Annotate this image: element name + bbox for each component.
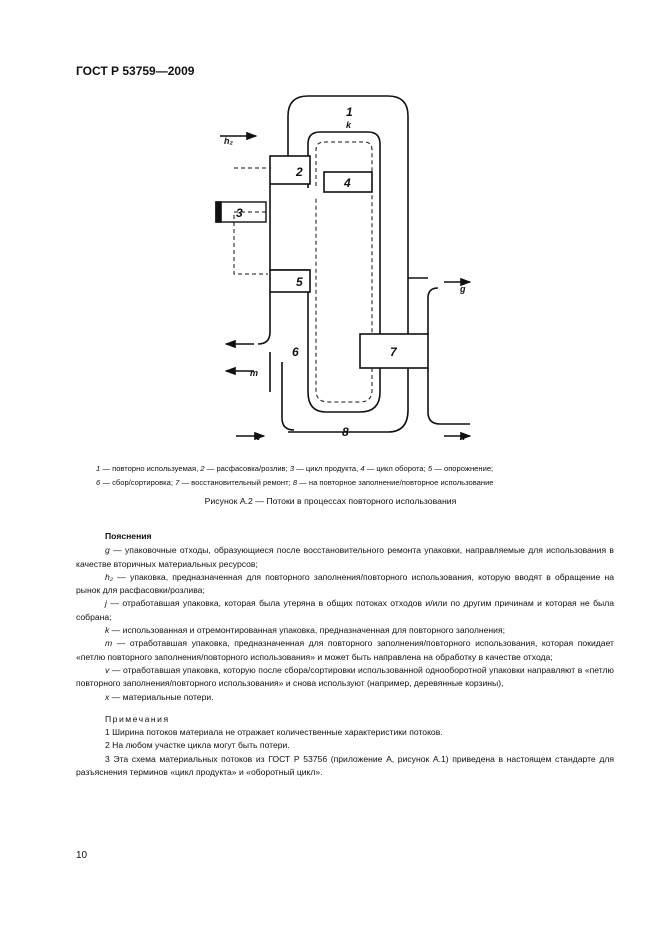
figure-caption: Рисунок А.2 — Потоки в процессах повторн… bbox=[204, 496, 457, 506]
node-4: 4 bbox=[343, 176, 351, 190]
document-header: ГОСТ Р 53759—2009 bbox=[76, 64, 195, 78]
block-2 bbox=[269, 155, 311, 185]
flow-k: k bbox=[346, 120, 352, 130]
flow-v: v bbox=[256, 432, 262, 442]
block-5 bbox=[269, 269, 311, 293]
page-number: 10 bbox=[76, 850, 88, 861]
inner-loop bbox=[307, 131, 381, 413]
outer-loop-top bbox=[287, 95, 409, 433]
node-3: 3 bbox=[236, 206, 243, 220]
node-2: 2 bbox=[295, 165, 303, 179]
explanations-title: Пояснения bbox=[105, 531, 152, 541]
explanation-item: x — материальные потери. bbox=[105, 691, 214, 702]
block-7 bbox=[359, 333, 429, 369]
note-item: 1 Ширина потоков материала не отражает к… bbox=[105, 727, 443, 738]
flow-g: g bbox=[459, 284, 466, 294]
node-7: 7 bbox=[390, 345, 398, 359]
node-5: 5 bbox=[296, 275, 303, 289]
flow-m: m bbox=[250, 368, 258, 378]
node-6: 6 bbox=[292, 345, 299, 359]
node-8: 8 bbox=[342, 425, 349, 439]
explanation-item: g — упаковочные отходы, образующиеся пос… bbox=[76, 545, 614, 569]
flow-h2: h₂ bbox=[224, 136, 233, 146]
explanation-item: j — отработавшая упаковка, которая была … bbox=[76, 598, 614, 622]
flow-x: x bbox=[459, 432, 466, 442]
explanations-section: Пояснения g — упаковочные отходы, образу… bbox=[76, 530, 614, 779]
explanation-item: m — отработавшая упаковка, предназначенн… bbox=[76, 638, 614, 662]
node-1: 1 bbox=[346, 105, 353, 119]
note-item: 3 Эта схема материальных потоков из ГОСТ… bbox=[76, 753, 614, 778]
notes-title: Примечания bbox=[105, 713, 170, 724]
figure-legend: 1 — повторно используемая, 2 — расфасовк… bbox=[96, 464, 494, 487]
explanation-item: k — использованная и отремонтированная у… bbox=[105, 625, 505, 636]
note-item: 2 На любом участке цикла могут быть поте… bbox=[105, 740, 290, 751]
explanation-item: h₂ — упаковка, предназначенная для повто… bbox=[76, 571, 614, 596]
explanation-item: v — отработавшая упаковка, которую после… bbox=[76, 664, 614, 689]
material-flow-diagram: 1 2 3 4 5 6 7 8 k h₂ g m v x bbox=[215, 95, 472, 442]
